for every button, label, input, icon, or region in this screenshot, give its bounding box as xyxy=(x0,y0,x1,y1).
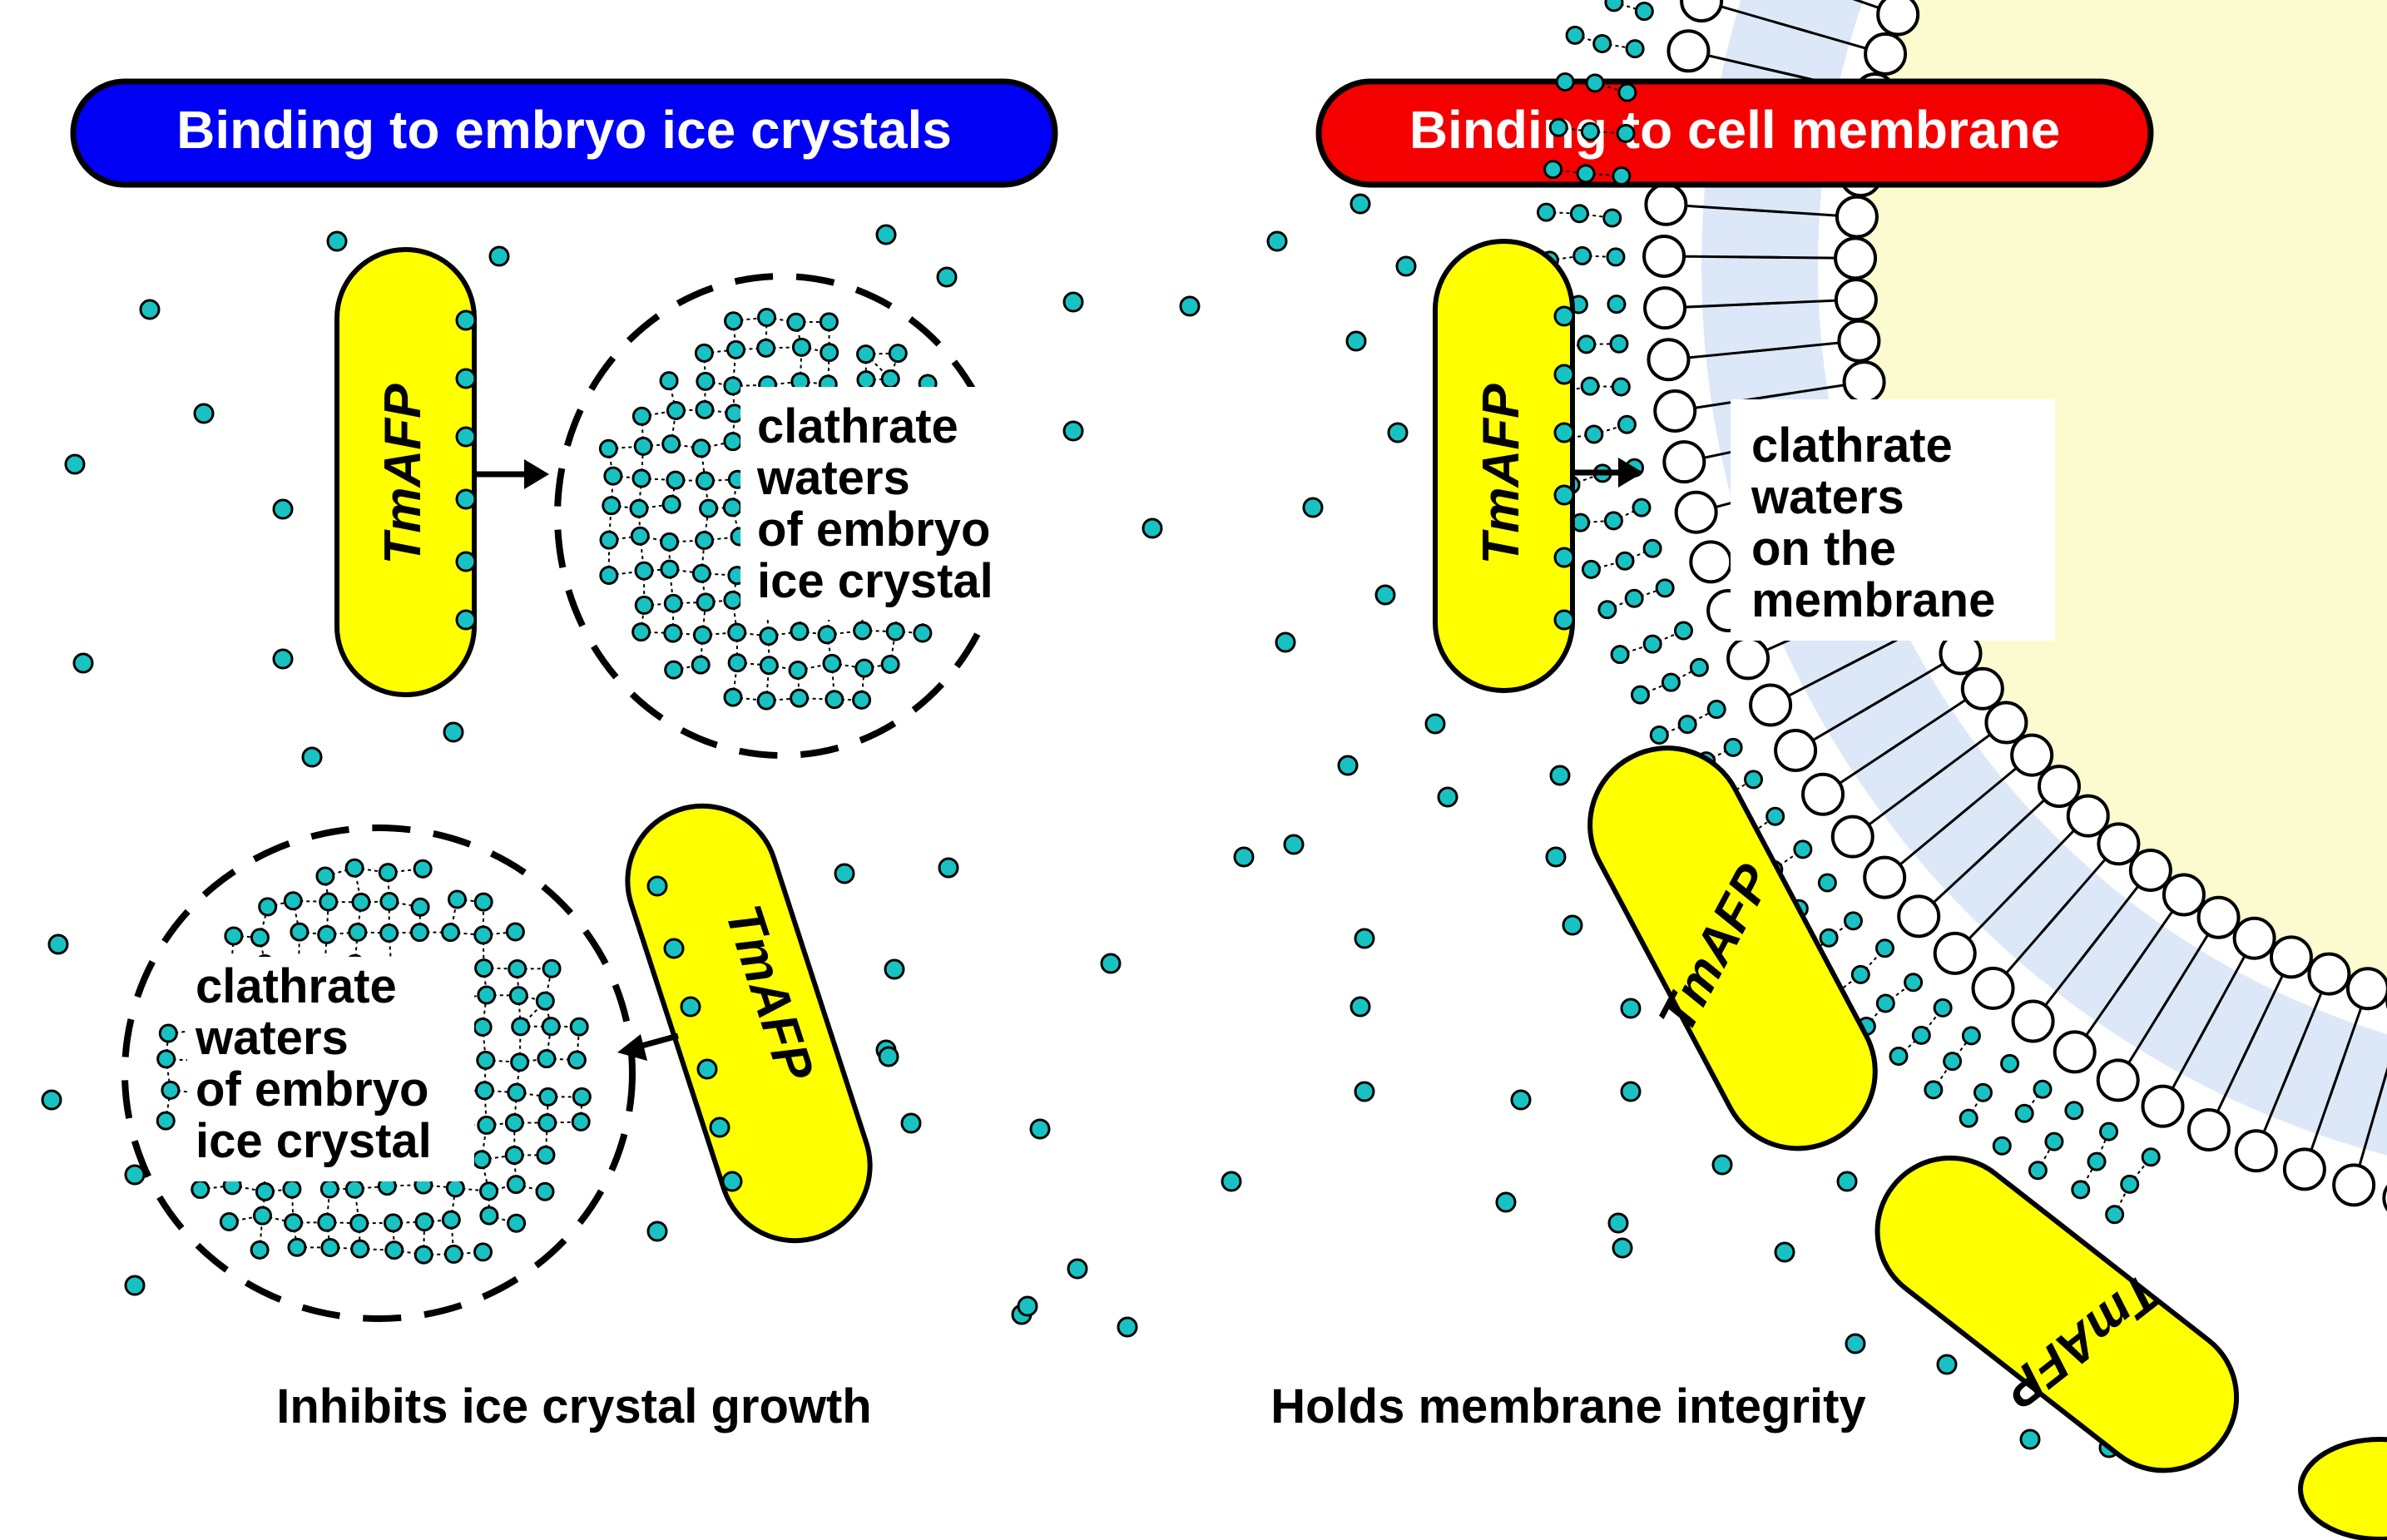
ice-crystal-2: clathrate waters of embryo ice crystal xyxy=(121,824,636,1322)
ice-crystal-1: clathrate waters of embryo ice crystal xyxy=(554,273,1036,759)
tmafp-label-1: TmAFP xyxy=(374,384,432,565)
crystal-2-label: clathrate waters of embryo ice crystal xyxy=(195,959,443,1168)
tmafp-protein-1: TmAFP xyxy=(334,247,549,697)
left-caption: Inhibits ice crystal growth xyxy=(276,1379,871,1434)
free-water-molecules xyxy=(41,193,2157,1463)
crystal-1-label: clathrate waters of embryo ice crystal xyxy=(756,399,1004,608)
tmafp-label-3: TmAFP xyxy=(1473,384,1530,565)
left-banner xyxy=(70,78,1058,188)
right-caption: Holds membrane integrity xyxy=(1270,1379,1865,1434)
cytoplasm xyxy=(1855,0,2387,995)
tmafp-protein-3: TmAFP xyxy=(1433,239,1643,693)
tmafp-protein-partial xyxy=(2298,1437,2387,1540)
tmafp-protein-5: TmAFP xyxy=(1874,1155,2240,1473)
tmafp-protein-2: TmAFP xyxy=(617,803,873,1244)
tmafp-protein-4: TmAFP xyxy=(1587,745,1878,1151)
right-panel: Binding to cell membrane clathrate water… xyxy=(1270,0,2387,1540)
left-banner-title: Binding to embryo ice crystals xyxy=(176,100,952,160)
right-banner-title: Binding to cell membrane xyxy=(1409,100,2060,160)
right-banner xyxy=(1315,78,2154,188)
left-panel: Binding to embryo ice crystals clathrate… xyxy=(70,78,1058,1434)
membrane-label: clathrate waters on the membrane xyxy=(1751,418,1995,627)
